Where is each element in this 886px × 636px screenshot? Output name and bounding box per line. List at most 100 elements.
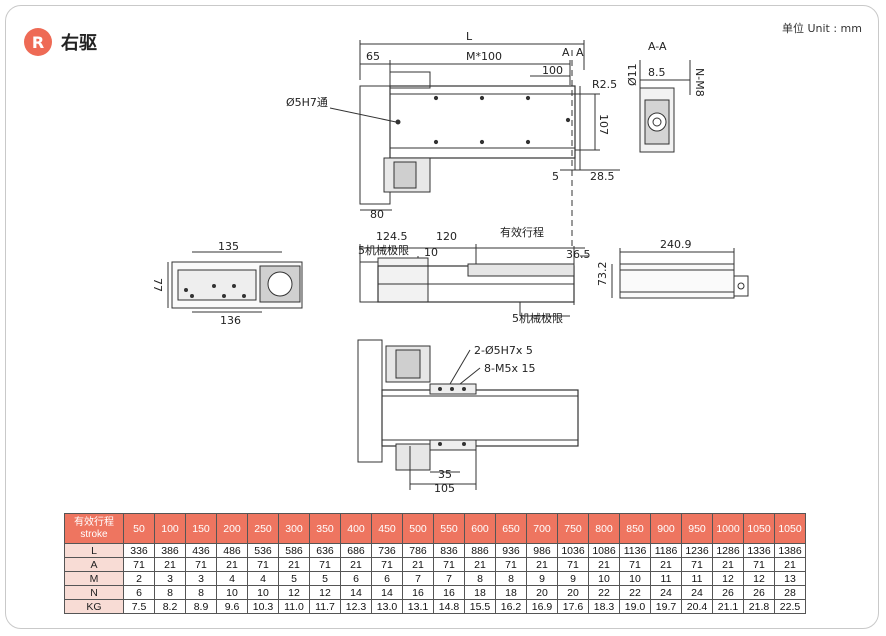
dim-m100: M*100 (466, 50, 502, 63)
mech-limit-bottom: 5机械极限 (512, 311, 563, 325)
stroke-header-value: 550 (433, 513, 465, 544)
table-cell: 436 (185, 543, 217, 558)
stroke-header-value: 1050 (774, 513, 806, 544)
mech-limit-top: 5机械极限 (358, 243, 409, 257)
table-cell: 1286 (712, 543, 744, 558)
dim-5: 5 (552, 170, 559, 183)
dim-L: L (466, 30, 473, 43)
table-cell: 26 (712, 585, 744, 600)
table-cell: 10 (619, 571, 651, 586)
table-cell: 10 (216, 585, 248, 600)
table-cell: 26 (743, 585, 775, 600)
table-cell: 336 (123, 543, 155, 558)
table-cell: 21.1 (712, 599, 744, 614)
dim-285: 28.5 (590, 170, 615, 183)
stroke-header-value: 850 (619, 513, 651, 544)
table-cell: 16 (433, 585, 465, 600)
table-cell: 71 (371, 557, 403, 572)
stroke-header-value: 200 (216, 513, 248, 544)
front-view (359, 244, 588, 317)
table-cell: 786 (402, 543, 434, 558)
table-cell: 21 (650, 557, 682, 572)
table-cell: 1036 (557, 543, 589, 558)
dim-732: 73.2 (596, 262, 609, 287)
table-cell: 8 (154, 585, 186, 600)
table-cell: 18 (464, 585, 496, 600)
stroke-header-value: 650 (495, 513, 527, 544)
section-mark-a-left: A (562, 46, 570, 59)
table-cell: 14 (340, 585, 372, 600)
dim-2409: 240.9 (660, 238, 692, 251)
table-cell: 736 (371, 543, 403, 558)
table-cell: 20.4 (681, 599, 713, 614)
table-cell: 71 (681, 557, 713, 572)
row-label: N (64, 585, 124, 600)
dim-136: 136 (220, 314, 241, 327)
dim-80: 80 (370, 208, 384, 221)
table-cell: 71 (433, 557, 465, 572)
stroke-header-value: 1050 (743, 513, 775, 544)
dim-1245: 124.5 (376, 230, 408, 243)
table-cell: 8.9 (185, 599, 217, 614)
table-cell: 6 (340, 571, 372, 586)
unit-label: 单位 Unit : mm (781, 22, 862, 35)
pin-holes-label: 2-Ø5H7x 5 (474, 344, 533, 357)
engineering-drawing: L 65 M*100 A A 100 R2.5 Ø5H7通 107 5 28.5… (151, 30, 749, 495)
table-cell: 7 (433, 571, 465, 586)
dim-65: 65 (366, 50, 380, 63)
table-cell: 7.5 (123, 599, 155, 614)
table-cell: 13.1 (402, 599, 434, 614)
row-label: KG (64, 599, 124, 614)
table-cell: 18.3 (588, 599, 620, 614)
table-cell: 9 (557, 571, 589, 586)
table-cell: 71 (185, 557, 217, 572)
table-cell: 11.7 (309, 599, 341, 614)
side-view (611, 248, 749, 299)
table-cell: 71 (557, 557, 589, 572)
table-cell: 12 (743, 571, 775, 586)
row-label: M (64, 571, 124, 586)
table-cell: 21 (526, 557, 558, 572)
page-frame (5, 5, 879, 629)
table-cell: 11 (681, 571, 713, 586)
table-cell: 586 (278, 543, 310, 558)
table-cell: 8 (464, 571, 496, 586)
table-cell: 22 (588, 585, 620, 600)
table-cell: 1186 (650, 543, 682, 558)
table-cell: 17.6 (557, 599, 589, 614)
table-cell: 1136 (619, 543, 651, 558)
stroke-header-value: 150 (185, 513, 217, 544)
table-cell: 16 (402, 585, 434, 600)
table-cell: 20 (526, 585, 558, 600)
table-cell: 18 (495, 585, 527, 600)
table-cell: 986 (526, 543, 558, 558)
dim-85: 8.5 (648, 66, 666, 79)
stroke-header-value: 50 (123, 513, 155, 544)
dim-365: 36.5 (566, 248, 591, 261)
table-cell: 486 (216, 543, 248, 558)
table-cell: 836 (433, 543, 465, 558)
table-cell: 5 (309, 571, 341, 586)
table-cell: 8 (495, 571, 527, 586)
table-cell: 1086 (588, 543, 620, 558)
table-cell: 8.2 (154, 599, 186, 614)
table-cell: 1236 (681, 543, 713, 558)
table-cell: 3 (154, 571, 186, 586)
table-cell: 14.8 (433, 599, 465, 614)
section-mark-a-right: A (576, 46, 584, 59)
stroke-header-value: 450 (371, 513, 403, 544)
stroke-header-cn: 有效行程 (74, 516, 114, 528)
table-cell: 71 (123, 557, 155, 572)
stroke-header-value: 100 (154, 513, 186, 544)
table-cell: 71 (743, 557, 775, 572)
table-cell: 10 (247, 585, 279, 600)
table-cell: 21 (340, 557, 372, 572)
table-cell: 886 (464, 543, 496, 558)
section-title: A-A (648, 40, 667, 53)
bottom-view (357, 339, 579, 490)
